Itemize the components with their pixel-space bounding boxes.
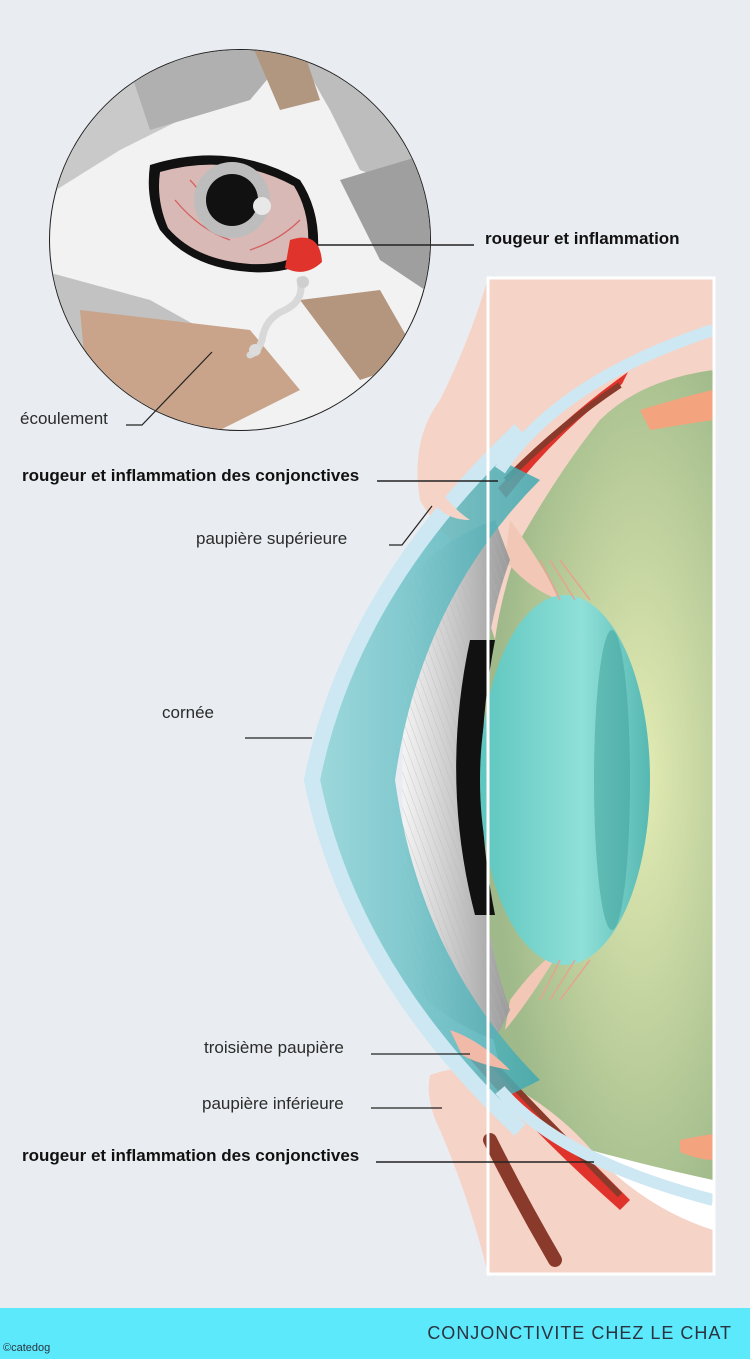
cat-eye-closeup	[49, 49, 431, 431]
eye-cross-section	[303, 276, 716, 1276]
label-upper-eyelid: paupière supérieure	[196, 529, 348, 548]
label-redness-upper-conjunctiva: rougeur et inflammation des conjonctives	[22, 466, 360, 485]
label-redness-lower-conjunctiva: rougeur et inflammation des conjonctives	[22, 1146, 360, 1165]
label-discharge: écoulement	[20, 409, 108, 428]
label-cornea: cornée	[162, 703, 214, 722]
footer-title: CONJONCTIVITE CHEZ LE CHAT	[427, 1323, 732, 1343]
label-redness-eye: rougeur et inflammation	[485, 229, 680, 248]
footer-bar: CONJONCTIVITE CHEZ LE CHAT ©catedog	[0, 1308, 750, 1359]
label-third-eyelid: troisième paupière	[204, 1038, 344, 1057]
copyright-text: ©catedog	[3, 1342, 51, 1354]
label-lower-eyelid: paupière inférieure	[202, 1094, 344, 1113]
